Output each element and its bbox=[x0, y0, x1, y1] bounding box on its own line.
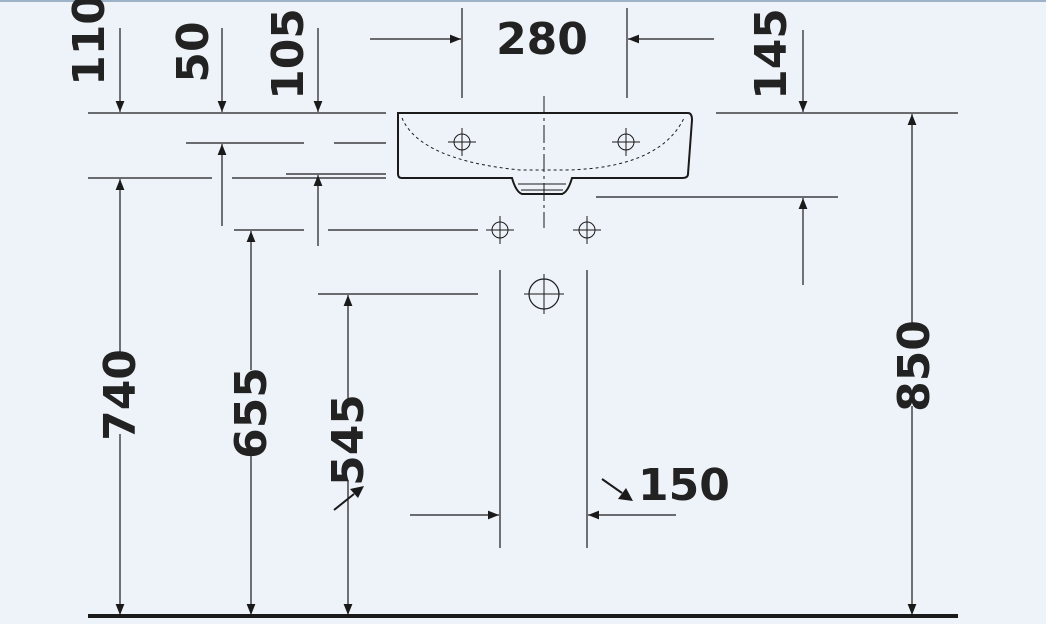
washbasin-front-view bbox=[397, 96, 694, 228]
extension-lines bbox=[88, 8, 958, 548]
basin-inner-bowl bbox=[401, 117, 685, 171]
leader-arrow-150 bbox=[601, 478, 633, 501]
dim-label-740: 740 bbox=[95, 349, 146, 441]
tap-hole-right bbox=[612, 128, 640, 156]
basin-outline bbox=[397, 112, 694, 195]
dim-label-850: 850 bbox=[889, 320, 940, 412]
dim-label-655: 655 bbox=[226, 367, 277, 459]
supply-connection-left bbox=[486, 216, 514, 244]
leader-arrow-545 bbox=[333, 486, 364, 511]
dim-label-50: 50 bbox=[168, 21, 219, 82]
dimension-lines bbox=[115, 28, 917, 615]
tap-hole-left bbox=[448, 128, 476, 156]
dim-label-280: 280 bbox=[496, 14, 588, 65]
supply-connection-right bbox=[573, 216, 601, 244]
dim-label-545: 545 bbox=[323, 394, 374, 486]
dim-label-105: 105 bbox=[263, 8, 314, 100]
dim-label-150: 150 bbox=[638, 460, 730, 511]
waste-outlet bbox=[524, 274, 564, 314]
dim-label-145: 145 bbox=[746, 8, 797, 100]
dim-label-110: 110 bbox=[64, 0, 115, 86]
